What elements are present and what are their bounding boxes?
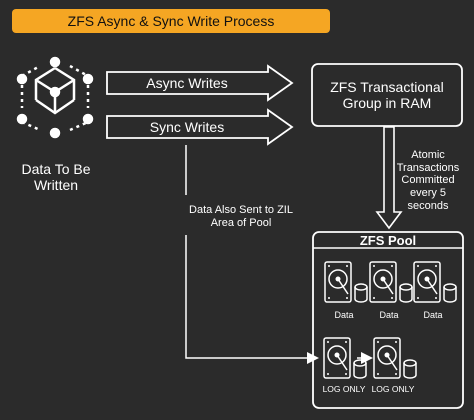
- source-label: Data To Be Written: [21, 161, 91, 194]
- pool-frame: [312, 231, 464, 409]
- zil-note: Data Also Sent to ZIL Area of Pool: [189, 204, 293, 229]
- zil-connector: [185, 145, 316, 358]
- disk-label-data: Data: [423, 310, 443, 320]
- sync-label: Sync Writes: [149, 119, 225, 135]
- hard-drive-icon: [413, 261, 457, 303]
- pool-title: ZFS Pool: [359, 233, 417, 248]
- hard-drive-icon: [369, 261, 413, 303]
- disk-label-log: LOG ONLY: [371, 384, 415, 394]
- diagram-title: ZFS Async & Sync Write Process: [12, 9, 330, 33]
- ram-box-label: ZFS Transactional Group in RAM: [330, 79, 444, 112]
- disk-label-data: Data: [379, 310, 399, 320]
- disk-label-log: LOG ONLY: [322, 384, 366, 394]
- async-arrow: [106, 64, 294, 102]
- commit-arrow: [375, 126, 403, 230]
- ram-box-frame: [311, 63, 463, 127]
- cube-network-icon: [16, 56, 94, 139]
- sync-arrow: [106, 108, 294, 146]
- disk-label-data: Data: [334, 310, 354, 320]
- hard-drive-icon: [373, 337, 417, 379]
- commit-note: Atomic Transactions Committed every 5 se…: [396, 149, 460, 212]
- async-label: Async Writes: [146, 75, 228, 91]
- hard-drive-icon: [324, 261, 368, 303]
